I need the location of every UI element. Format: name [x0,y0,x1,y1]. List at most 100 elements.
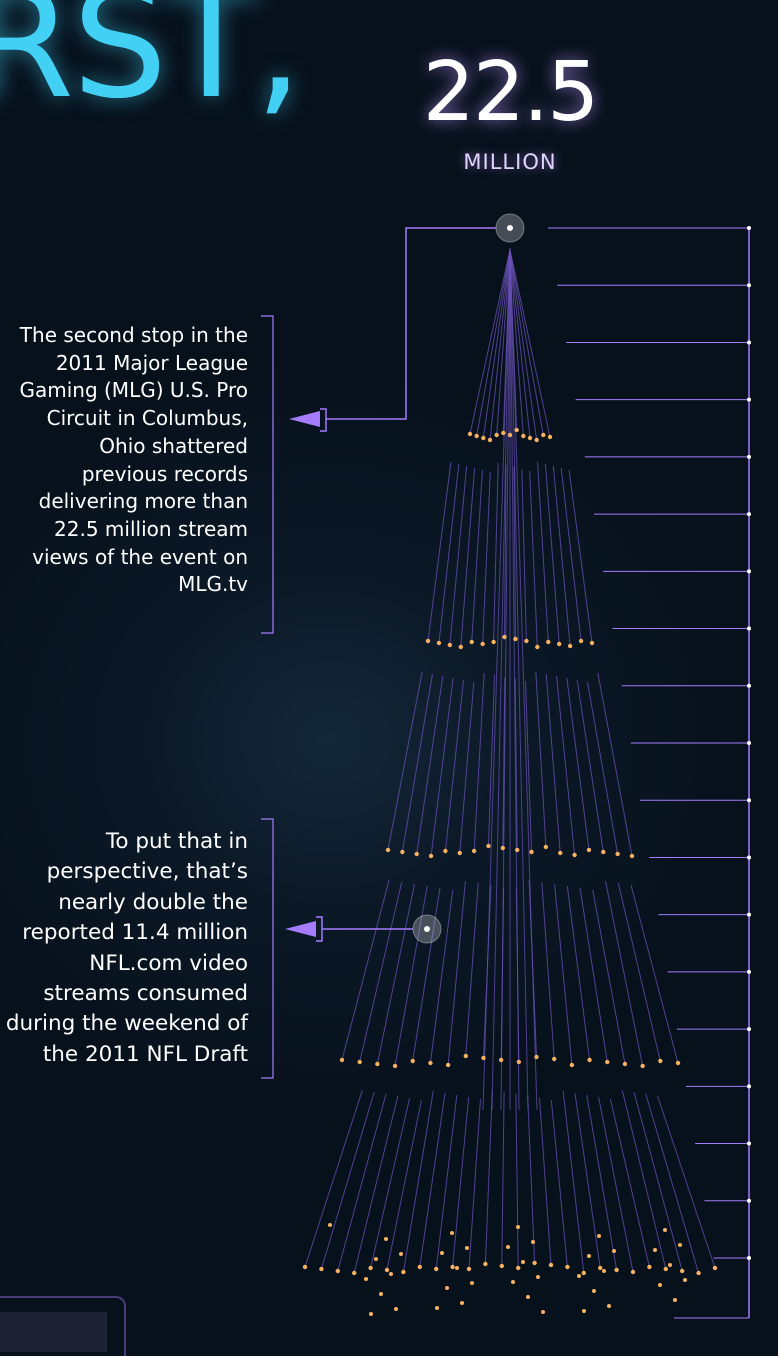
tree-branch [429,889,454,1064]
tree-dot [384,1267,390,1273]
tree-branch [513,466,516,640]
tree-dot [474,433,479,439]
tree-branch [509,249,544,436]
tree-dot [678,1243,682,1247]
tree-branch [586,1094,618,1271]
tree-branch [376,883,415,1065]
tree-dot [392,1063,398,1069]
tree-branch [568,469,593,644]
tree-dot [399,1252,403,1256]
tree-dot [375,1061,380,1067]
tree-dot [534,437,539,443]
callout-line [326,227,496,420]
tree-dot [369,1312,373,1316]
tree-dot [536,1275,540,1279]
tree-dot [494,432,499,438]
tree-dot [486,843,491,849]
tree-dot [352,1270,357,1276]
tree-branch [545,673,561,854]
tree-dot [467,431,473,437]
tree-dot [384,1237,388,1241]
tree-dot [673,1298,677,1302]
tree-dot [425,638,431,644]
tree-dot [491,639,496,645]
trunk-line [491,247,511,1111]
tree-dot [663,1266,668,1272]
scale-tick [747,1027,751,1032]
tree-dot [647,1264,652,1270]
tree-dot [417,1264,422,1270]
arrow-left-icon [289,411,320,427]
heading-fragment: RST, [0,0,303,132]
scale-tick [747,798,751,803]
tree-dot [379,1292,383,1296]
tree-branch [592,889,626,1065]
tree-branch [527,1095,536,1264]
stat-value: 22.5 [422,45,600,140]
tree-branch [387,671,423,851]
tree-branch [645,1093,700,1274]
tree-branch [416,675,444,855]
mlg-note: The second stop in the 2011 Major League… [19,323,248,597]
tree-dot [458,644,463,650]
tree-dot [374,1257,378,1261]
scale-tick [747,912,751,917]
tree-dot [428,853,434,859]
scale-tick [747,969,751,974]
tree-dot [607,1304,611,1308]
tree-branch [537,461,549,643]
scale-tick [747,1084,751,1089]
tree-branch [521,468,527,642]
tree-dot [589,640,595,646]
tree-branch [469,249,511,435]
tree-branch [460,467,476,648]
scale-tick [747,626,751,631]
tree-dot [466,1266,472,1272]
tree-branch [504,464,507,638]
tree-dot [578,638,584,644]
tree-dot [465,1246,469,1250]
tree-dot [481,435,486,441]
tree-branch [337,1093,387,1272]
tree-dot [469,639,474,645]
tree-dot [455,1266,459,1270]
tree-branch [452,1096,470,1268]
callout-bracket [316,916,323,942]
tree-branch [471,469,483,643]
tree-dot [532,1260,537,1266]
trunk-line [509,247,529,1111]
tree-dot [516,1225,520,1229]
nfl-note: To put that in perspective, that’s nearl… [5,829,248,1067]
tree-branch [617,882,661,1062]
tree-dot [450,1264,455,1270]
tree-dot [501,430,506,436]
tree-dot [541,432,546,438]
tree-branch [566,885,591,1061]
tree-dot [630,1269,636,1275]
callout-bracket [320,408,327,432]
scale-axis [548,226,751,1319]
tree-branch [529,470,538,648]
tree-branch [609,1098,650,1268]
tree-dot [500,845,506,851]
tree-dot [435,1306,439,1310]
tree-dot [586,847,592,853]
tree-branch [304,1089,363,1268]
tree-dot [587,1254,591,1258]
tree-dot [572,852,577,858]
tree-dot [440,1251,444,1255]
tree-dot [534,1054,539,1060]
tree-dot [481,1055,486,1061]
tree-dot [601,849,606,855]
node-marker-icon [507,225,513,231]
tree-branch [621,1089,667,1270]
tree-branch [562,1090,585,1274]
tree-branch [501,1091,505,1267]
tree-branch [386,1099,422,1271]
tree-branch [576,679,604,853]
tree-dot [557,641,562,647]
tree-lines [304,247,716,1274]
callouts [261,213,525,1079]
stat-unit: MILLION [463,150,557,174]
